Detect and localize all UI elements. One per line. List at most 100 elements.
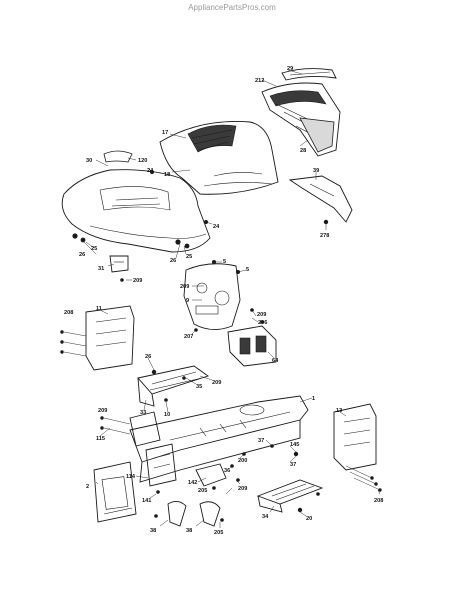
callout-35: 35 xyxy=(196,384,202,390)
screw-10 xyxy=(164,398,168,402)
left-side-panel xyxy=(60,305,135,371)
footrest-33 xyxy=(137,365,209,395)
callout-26a: 26 xyxy=(79,252,85,258)
bolt-205b xyxy=(220,518,224,522)
callout-212: 212 xyxy=(255,78,264,84)
support-64 xyxy=(227,325,277,367)
hood-vent-slats xyxy=(191,129,233,151)
callout-114: 114 xyxy=(126,474,136,480)
ignition-hole xyxy=(196,282,208,294)
bolt-208b1 xyxy=(370,476,374,480)
callout-10: 10 xyxy=(164,412,170,418)
panel-13 xyxy=(333,403,377,471)
callout-11: 11 xyxy=(96,306,102,312)
washer-26c xyxy=(151,369,157,375)
callout-9: 9 xyxy=(186,298,189,304)
callout-38a: 38 xyxy=(150,528,156,534)
seat-recess xyxy=(99,186,171,211)
callout-278: 278 xyxy=(320,233,329,239)
callout-38b: 38 xyxy=(186,528,192,534)
callout-209f: 209 xyxy=(238,486,247,492)
callout-18: 18 xyxy=(164,172,170,178)
fender-brackets xyxy=(72,170,208,282)
bracket-39-fold xyxy=(309,183,335,197)
callout-26c: 26 xyxy=(145,354,151,360)
screw-35 xyxy=(182,376,186,380)
dash-housing xyxy=(183,263,241,330)
callout-205a: 205 xyxy=(198,488,207,494)
callout-207: 207 xyxy=(184,334,193,340)
hood-bracket xyxy=(288,175,353,225)
footrest-33-tread xyxy=(149,371,203,391)
callout-29: 29 xyxy=(287,66,293,72)
panel-11-ribs xyxy=(95,317,127,347)
linkage-142 xyxy=(195,463,227,487)
callout-30: 30 xyxy=(86,158,92,164)
bolt-208b3 xyxy=(378,488,382,492)
bolt-209d xyxy=(154,514,158,518)
fender-deck xyxy=(61,150,211,253)
callout-labels: 29 212 28 17 18 120 30 24 24 25 26 25 26… xyxy=(64,66,383,536)
screw-206 xyxy=(260,320,264,324)
callout-25a: 25 xyxy=(91,246,97,252)
panel-11 xyxy=(85,305,135,371)
callout-200: 200 xyxy=(238,458,247,464)
callout-209e: 209 xyxy=(98,408,107,414)
bolt-208a1 xyxy=(60,330,64,334)
callout-209b: 209 xyxy=(180,284,189,290)
dash-slot xyxy=(195,305,219,315)
callout-209d: 209 xyxy=(212,380,221,386)
seat-recess-lines xyxy=(111,197,161,207)
callout-64: 64 xyxy=(272,358,279,364)
callout-28: 28 xyxy=(300,148,306,154)
callout-206: 206 xyxy=(258,320,267,326)
footrest-34-tread xyxy=(271,483,315,501)
callout-34: 34 xyxy=(262,514,269,520)
bracket-31 xyxy=(109,255,129,273)
support-switch xyxy=(239,337,251,355)
callout-2: 2 xyxy=(86,484,89,490)
main-frame xyxy=(129,395,309,483)
callout-33: 33 xyxy=(140,410,146,416)
callout-5a: 5 xyxy=(223,259,226,265)
frame-hole-large xyxy=(239,404,265,416)
bolt-208a3 xyxy=(60,350,64,354)
footrest-34-lip xyxy=(257,495,283,513)
dash-panel xyxy=(183,260,254,332)
panel-2-window xyxy=(101,476,129,510)
panel-2 xyxy=(93,461,137,523)
panel-13-bolts xyxy=(345,465,381,491)
bolt-208a2 xyxy=(60,340,64,344)
panel-13-ribs xyxy=(343,417,371,447)
fender-lip xyxy=(89,225,207,239)
panel-11-bolts xyxy=(63,331,87,357)
gauge-hole xyxy=(214,290,230,306)
hood xyxy=(159,121,279,195)
hood-crease-lower xyxy=(203,182,273,187)
washer-20 xyxy=(297,507,303,513)
grille-housing xyxy=(261,82,341,157)
callout-25b: 25 xyxy=(186,254,192,260)
bolt-209e xyxy=(236,478,240,482)
callout-209a: 209 xyxy=(133,278,142,284)
headlight-panel xyxy=(299,117,335,153)
grille-vent xyxy=(269,90,327,107)
rear-panel xyxy=(93,461,137,523)
bracket-115-bolts xyxy=(103,417,131,435)
washer-25a xyxy=(80,237,86,243)
bracket-114 xyxy=(145,443,177,487)
support-relay xyxy=(255,335,267,353)
grille-top-rib xyxy=(289,71,331,76)
frame-crease xyxy=(169,411,291,441)
hood-vent xyxy=(187,124,237,153)
callout-31: 31 xyxy=(98,266,104,272)
callout-1: 1 xyxy=(312,396,315,402)
bracket-39 xyxy=(288,175,353,223)
callout-5b: 5 xyxy=(246,267,249,273)
callout-141: 141 xyxy=(142,498,151,504)
callout-208b: 208 xyxy=(374,498,383,504)
washer-26b xyxy=(175,239,181,245)
callout-142: 142 xyxy=(188,480,197,486)
console-support xyxy=(227,320,277,367)
